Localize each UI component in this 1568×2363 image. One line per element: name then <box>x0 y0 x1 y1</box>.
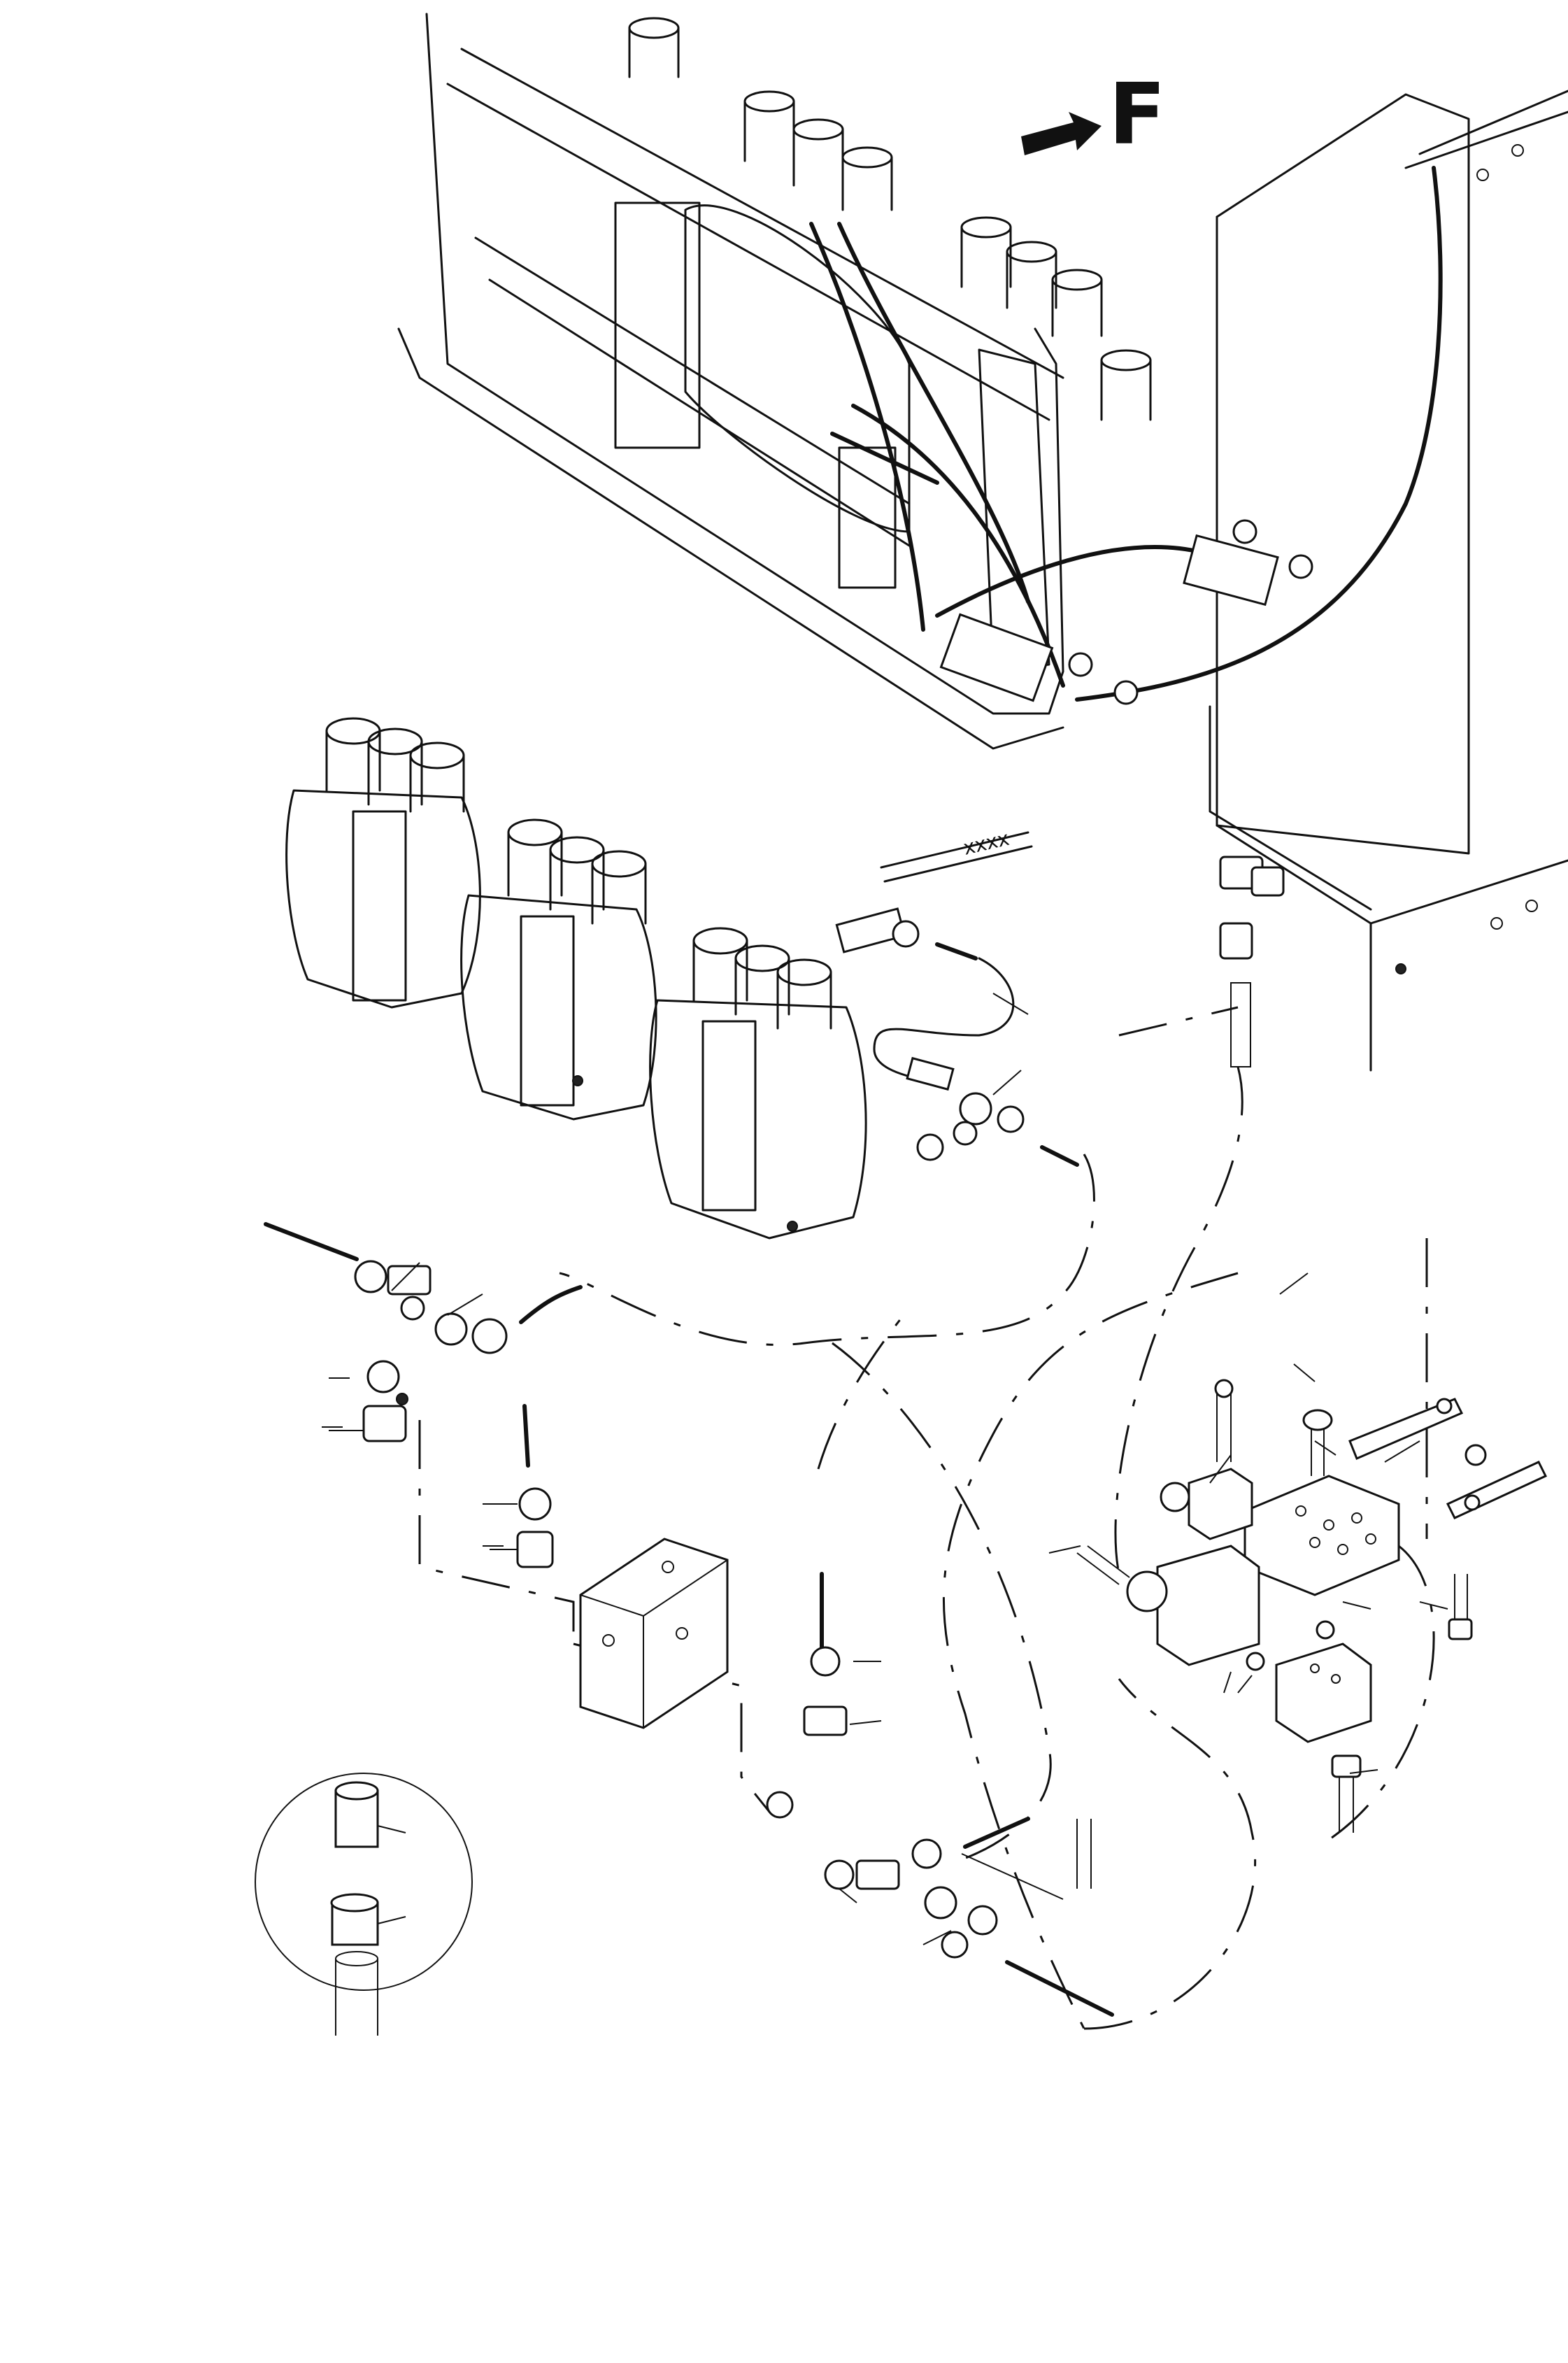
mid-hose-tee <box>873 942 1079 1167</box>
top-hose-routing <box>809 166 1443 702</box>
control-valve-section-3 <box>649 927 867 1240</box>
control-valve-section-2 <box>460 818 657 1121</box>
leader-cab <box>1209 705 1372 911</box>
direction-label: F <box>1109 66 1166 164</box>
control-valve-section-1 <box>285 717 481 1009</box>
bottom-tee-fittings <box>766 1572 1114 2017</box>
top-valve-cluster <box>939 519 1313 705</box>
valve-bank-cylinders <box>628 17 1152 421</box>
detail-inset <box>255 1773 473 2036</box>
front-direction-arrow: F <box>1021 66 1166 164</box>
distribution-block <box>490 1404 729 1729</box>
mounting-brackets <box>1348 1398 1548 1519</box>
routing-leaders <box>418 1006 1435 2030</box>
tube-marking: xxxx <box>961 827 1011 860</box>
cab-wall-panel <box>1216 90 1568 1072</box>
left-fittings-cluster <box>264 1222 583 1442</box>
pressure-tube-marked: xxxx <box>835 827 1033 953</box>
callout-leaders <box>322 993 1448 1945</box>
solenoid-valve-assembly <box>1076 1379 1473 1833</box>
cab-elbow-fitting <box>1219 856 1285 1067</box>
arrow-icon <box>1021 112 1102 155</box>
